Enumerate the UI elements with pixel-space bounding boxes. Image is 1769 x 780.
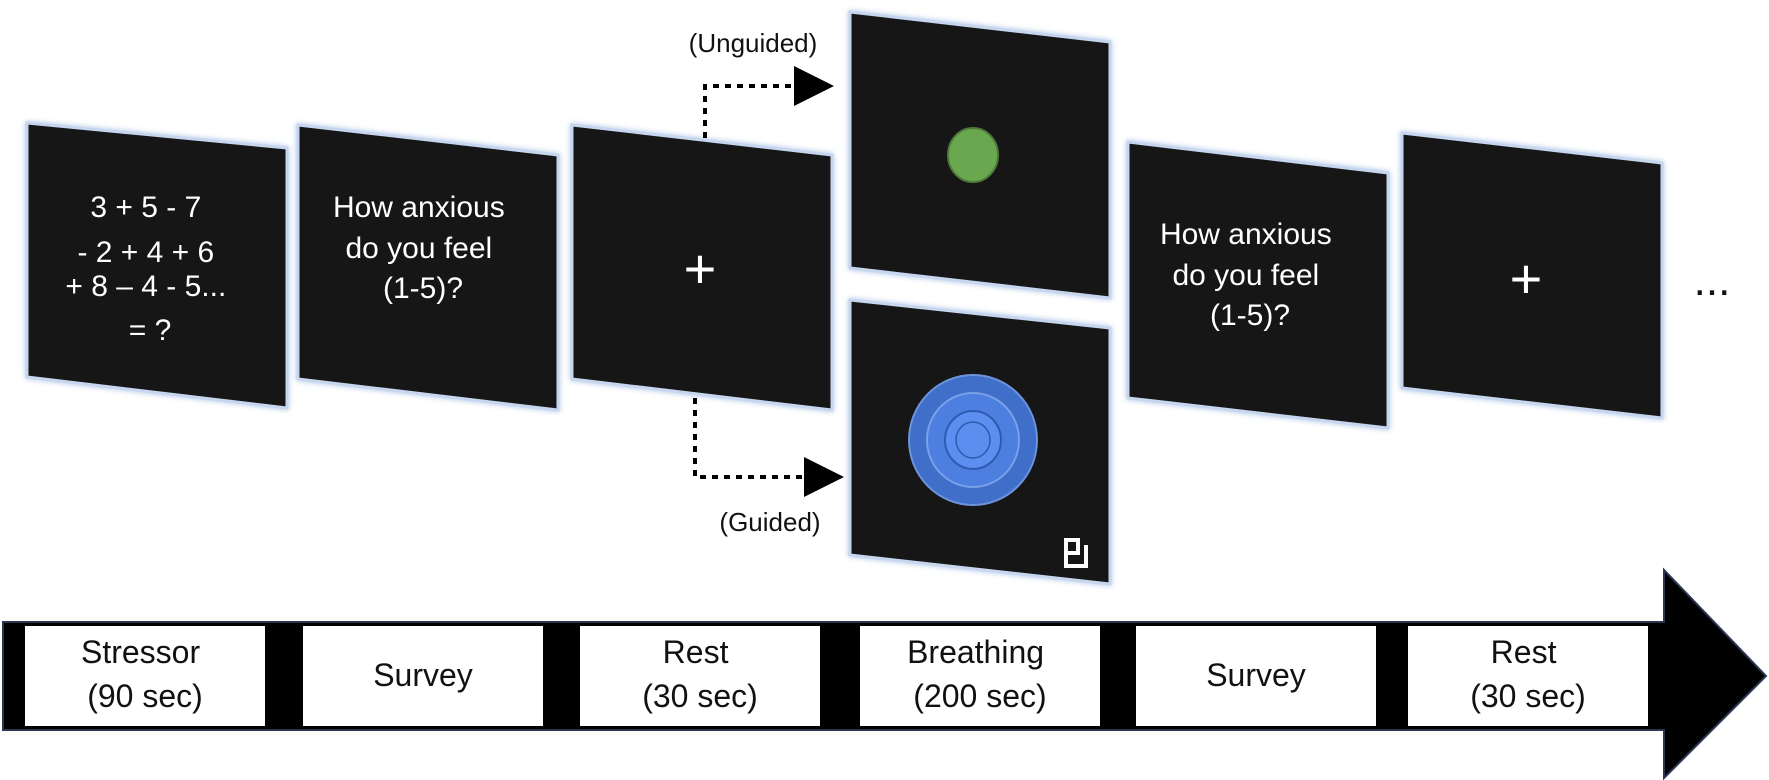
rest-screen-2: + — [1400, 131, 1664, 420]
unguided-label: (Unguided) — [689, 28, 818, 58]
ml-logo-icon — [1064, 538, 1088, 568]
stressor-line-1: 3 + 5 - 7 — [90, 191, 201, 224]
timeline-step-survey-2: Survey — [1136, 626, 1376, 726]
timeline-step-rest-2: Rest (30 sec) — [1408, 626, 1648, 726]
timeline-step-survey-1: Survey — [303, 626, 543, 726]
survey-2-line-2: do you feel — [1172, 259, 1319, 292]
svg-text:Stressor (90 sec): Stressor (90 sec) — [81, 634, 209, 714]
unguided-branch-arrow — [703, 66, 834, 138]
fixation-cross-1: + — [684, 237, 717, 300]
rest-screen-1: + — [570, 123, 834, 412]
guided-circle-inner — [944, 410, 1002, 470]
survey-1-line-3: (1-5)? — [383, 272, 463, 305]
stressor-line-2: - 2 + 4 + 6 — [77, 236, 214, 269]
unguided-breathing-screen — [848, 10, 1112, 300]
stressor-screen: 3 + 5 - 7 - 2 + 4 + 6 + 8 – 4 - 5... = ? — [25, 121, 289, 410]
svg-text:Rest (30 sec): Rest (30 sec) — [642, 634, 758, 714]
breathing-dot — [947, 127, 999, 183]
step-1-line-2: (90 sec) — [87, 678, 203, 714]
step-3-line-2: (30 sec) — [642, 678, 758, 714]
survey-2-line-3: (1-5)? — [1210, 299, 1290, 332]
step-4-line-2: (200 sec) — [913, 678, 1046, 714]
guided-branch-arrow — [693, 398, 844, 497]
step-4-line-1: Breathing — [907, 634, 1044, 670]
svg-text:How anxious do you feel: How anxious do you feel (1-5)? — [333, 191, 513, 305]
timeline-step-rest-1: Rest (30 sec) — [580, 626, 820, 726]
svg-text:How anxious do you feel: How anxious do you feel (1-5)? — [1160, 218, 1340, 332]
timeline-step-stressor: Stressor (90 sec) — [25, 626, 265, 726]
svg-text:Rest (30 sec): Rest (30 sec) — [1470, 634, 1586, 714]
survey-1-line-2: do you feel — [345, 232, 492, 265]
survey-2-line-1: How anxious — [1160, 218, 1332, 251]
step-1-line-1: Stressor — [81, 634, 200, 670]
guided-breathing-screen — [848, 298, 1112, 586]
step-5-label: Survey — [1206, 657, 1306, 693]
continuation-ellipsis: ... — [1694, 256, 1731, 305]
svg-text:Breathing (200 sec): Breathing (200 sec) — [907, 634, 1053, 714]
survey-screen-2: How anxious do you feel (1-5)? — [1126, 140, 1390, 430]
step-3-line-1: Rest — [663, 634, 729, 670]
step-6-line-1: Rest — [1491, 634, 1557, 670]
timeline-step-breathing: Breathing (200 sec) — [860, 626, 1100, 726]
survey-screen-1: How anxious do you feel (1-5)? — [296, 123, 560, 412]
guided-label: (Guided) — [719, 507, 820, 537]
fixation-cross-2: + — [1510, 247, 1543, 310]
step-2-label: Survey — [373, 657, 473, 693]
stressor-line-3: + 8 – 4 - 5... — [65, 270, 226, 303]
stressor-line-4: = ? — [129, 314, 172, 347]
step-6-line-2: (30 sec) — [1470, 678, 1586, 714]
guided-circle-core — [955, 421, 991, 459]
survey-1-line-1: How anxious — [333, 191, 505, 224]
svg-text:3 + 5 - 7 - 2 + 4 + 6: 3 + 5 - 7 - 2 + 4 + 6 + 8 – 4 - 5... = ? — [65, 191, 234, 347]
